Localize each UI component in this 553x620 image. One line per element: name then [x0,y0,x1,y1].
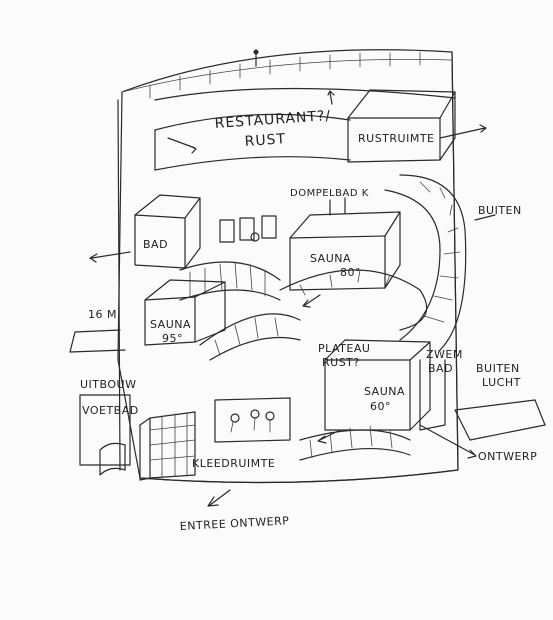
label-voetbad: VOETBAD [82,404,139,417]
label-sauna-60-temp: 60° [370,400,391,413]
label-plateau: PLATEAU [318,342,370,355]
label-uitbouw: UITBOUW [80,378,136,391]
label-bad: BAD [143,238,168,251]
label-restaurant: RESTAURANT?/ [214,108,332,132]
label-16m: 16 M [88,308,117,321]
label-plateau-rust: RUST? [322,356,360,369]
label-sauna-95-temp: 95° [162,332,183,345]
label-buiten-top: BUITEN [478,204,522,217]
label-lucht: LUCHT [482,376,521,389]
label-rustruimte: RUSTRUIMTE [358,132,435,145]
label-zwem: ZWEM [426,348,463,361]
label-sauna-95: SAUNA [150,318,191,331]
sauna-95-box [69,279,301,361]
restaurant-platform [154,87,487,171]
label-zwem-bad: BAD [428,362,453,375]
lower-left [79,394,291,507]
mid-level [89,194,401,308]
label-dompelbad: DOMPELBAD K [290,188,369,199]
label-buiten-right: BUITEN [476,362,520,375]
label-sauna-80-temp: 80° [340,266,361,279]
label-rust-top: RUST [244,131,286,150]
label-ontwerp: ONTWERP [478,450,537,463]
label-sauna-60: SAUNA [364,385,405,398]
label-kleedruimte: KLEEDRUIMTE [192,457,275,470]
label-sauna-80: SAUNA [310,252,351,265]
lower-right [299,339,546,461]
label-entree: ENTREE ONTWERP [179,514,289,533]
building-outline [117,49,459,484]
